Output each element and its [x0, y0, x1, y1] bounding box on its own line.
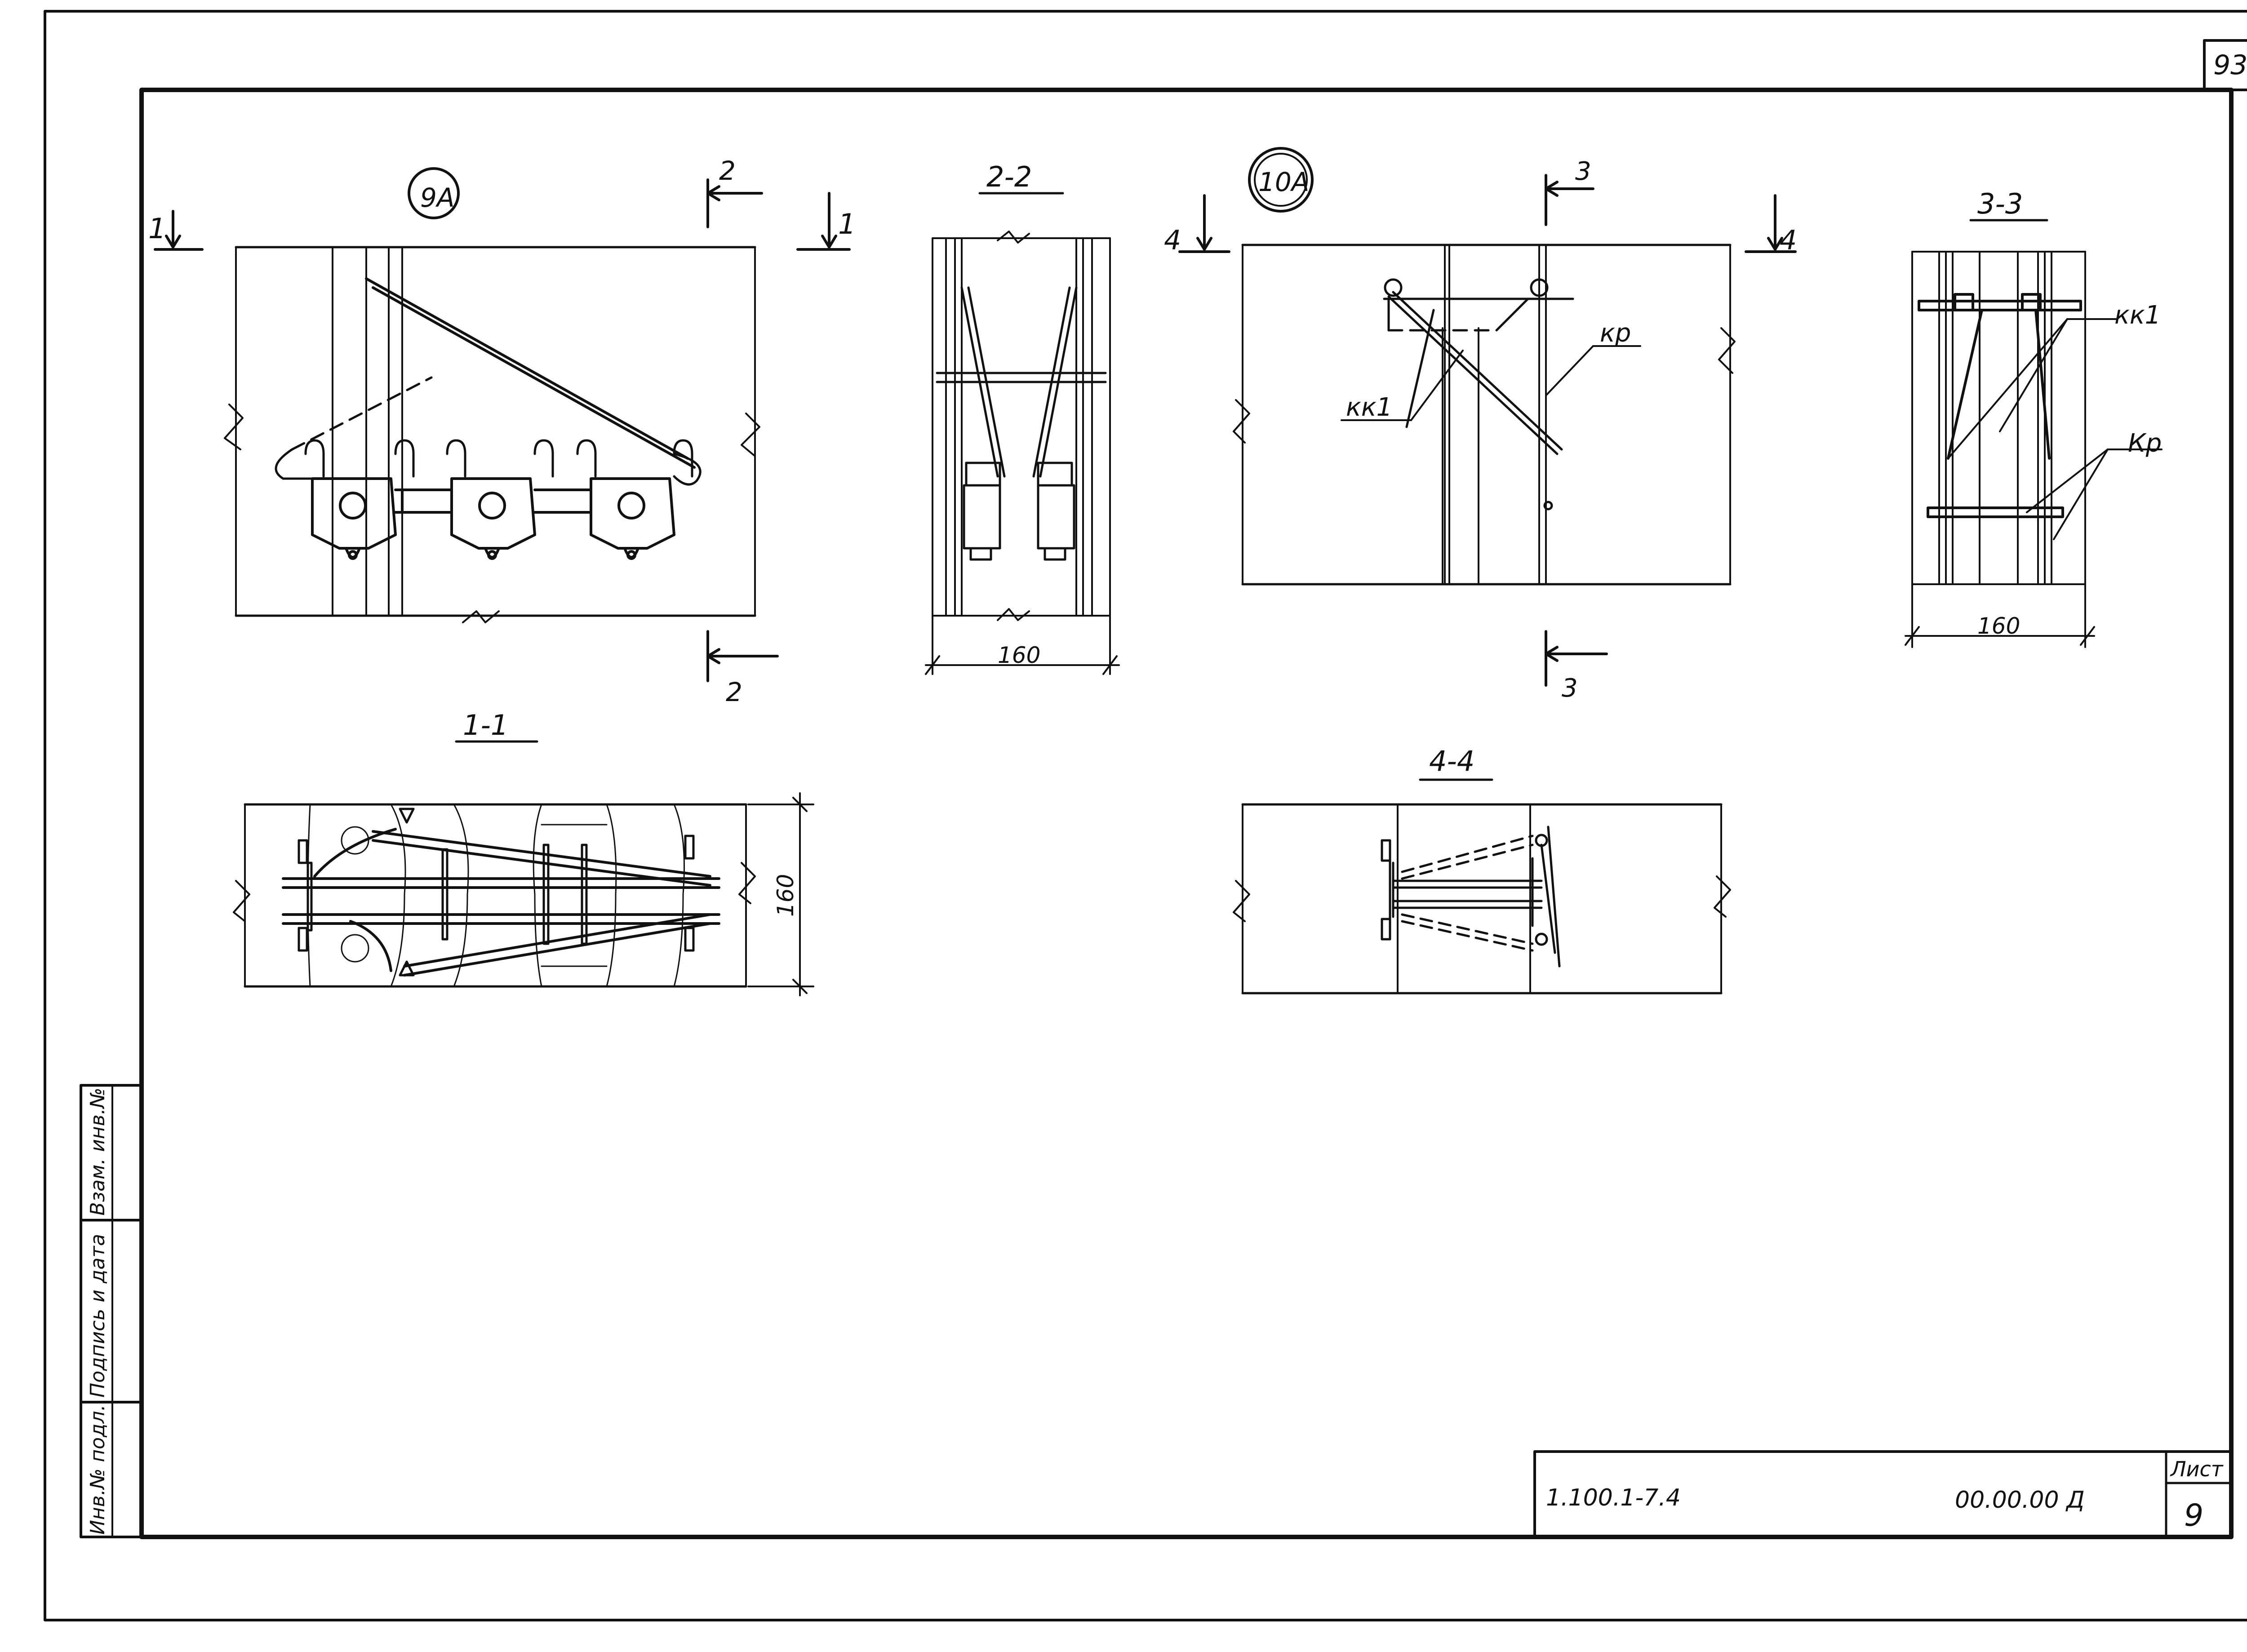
- view-node-9a: 9А: [148, 155, 856, 707]
- node-10a-callout-kp: кр: [1600, 319, 1631, 348]
- drawing-code: 00.00.00 Д: [1955, 1487, 2085, 1514]
- stamp-inv-orig: Инв.№ подл.: [86, 1404, 109, 1535]
- section-4-4-title: 4-4: [1429, 745, 1474, 777]
- doc-code: 1.100.1-7.4: [1546, 1484, 1681, 1511]
- view-section-2-2: 2-2: [925, 160, 1120, 675]
- view-section-4-4: 4-4: [1233, 745, 1731, 995]
- node-10a-cut-3-bottom: 3: [1562, 674, 1578, 703]
- section-3-3-dim: 160: [1977, 613, 2020, 639]
- node-10a-label: 10А: [1258, 167, 1309, 197]
- view-node-10a: 10А: [1164, 147, 1797, 703]
- node-9a-cut-2-top: 2: [719, 155, 736, 186]
- page-number-box: 93: [2203, 39, 2247, 91]
- sheet-number: 9: [2184, 1498, 2203, 1533]
- node-10a-cut-4-left: 4: [1164, 225, 1181, 256]
- title-block: 1.100.1-7.4 00.00.00 Д Лист 9: [1533, 1450, 2233, 1538]
- section-1-1-title: 1-1: [463, 709, 508, 742]
- node-10a-cut-4-right: 4: [1780, 225, 1797, 256]
- node-10a-cut-3-top: 3: [1575, 157, 1591, 186]
- sheet-label: Лист: [2170, 1457, 2224, 1481]
- section-2-2-dim: 160: [998, 642, 1040, 668]
- section-2-2-title: 2-2: [986, 160, 1032, 193]
- section-3-3-callout-kk1: кк1: [2114, 301, 2161, 330]
- page-number: 93: [2213, 49, 2247, 81]
- section-3-3-title: 3-3: [1977, 187, 2023, 220]
- node-10a-marker: [1248, 147, 1314, 213]
- inner-frame: [139, 88, 2234, 1539]
- outer-border: [44, 10, 2247, 1621]
- node-9a-label: 9А: [420, 182, 455, 213]
- section-3-3-callout-kp: Кр: [2128, 429, 2162, 458]
- section-1-1-dim: 160: [773, 874, 799, 917]
- view-section-3-3: 3-3: [1905, 187, 2163, 648]
- node-9a-cut-1-left: 1: [148, 212, 166, 245]
- node-9a-cut-1-right: 1: [838, 208, 856, 240]
- stamp-sign-date: Подпись и дата: [86, 1234, 109, 1398]
- node-10a-callout-kk1: кк1: [1346, 393, 1392, 422]
- node-9a-marker: [408, 167, 460, 219]
- side-stamp: Инв.№ подл. Подпись и дата Взам. инв.№: [80, 1084, 143, 1538]
- node-9a-cut-2-bottom: 2: [726, 677, 742, 707]
- view-section-1-1: 1-1: [233, 709, 814, 996]
- stamp-replace-inv: Взам. инв.№: [86, 1088, 109, 1216]
